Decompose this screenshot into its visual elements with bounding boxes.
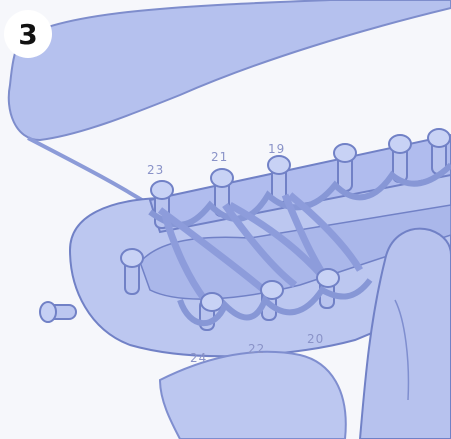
peg-label-bottom-2: 22 [248, 342, 265, 356]
yarn-strand-top-loop [9, 0, 451, 140]
yarn-working-strand [28, 138, 150, 205]
yarn-strand-bottom [160, 352, 346, 439]
side-peg [40, 302, 76, 322]
peg-label-bottom-1: 24 [190, 351, 207, 365]
peg-label-bottom-3: 20 [307, 332, 324, 346]
peg-label-top-1: 23 [147, 163, 164, 177]
peg-label-top-3: 19 [268, 142, 285, 156]
peg-bottom-26 [121, 249, 143, 294]
peg-label-top-2: 21 [211, 150, 228, 164]
step-number-badge: 3 [4, 10, 52, 58]
